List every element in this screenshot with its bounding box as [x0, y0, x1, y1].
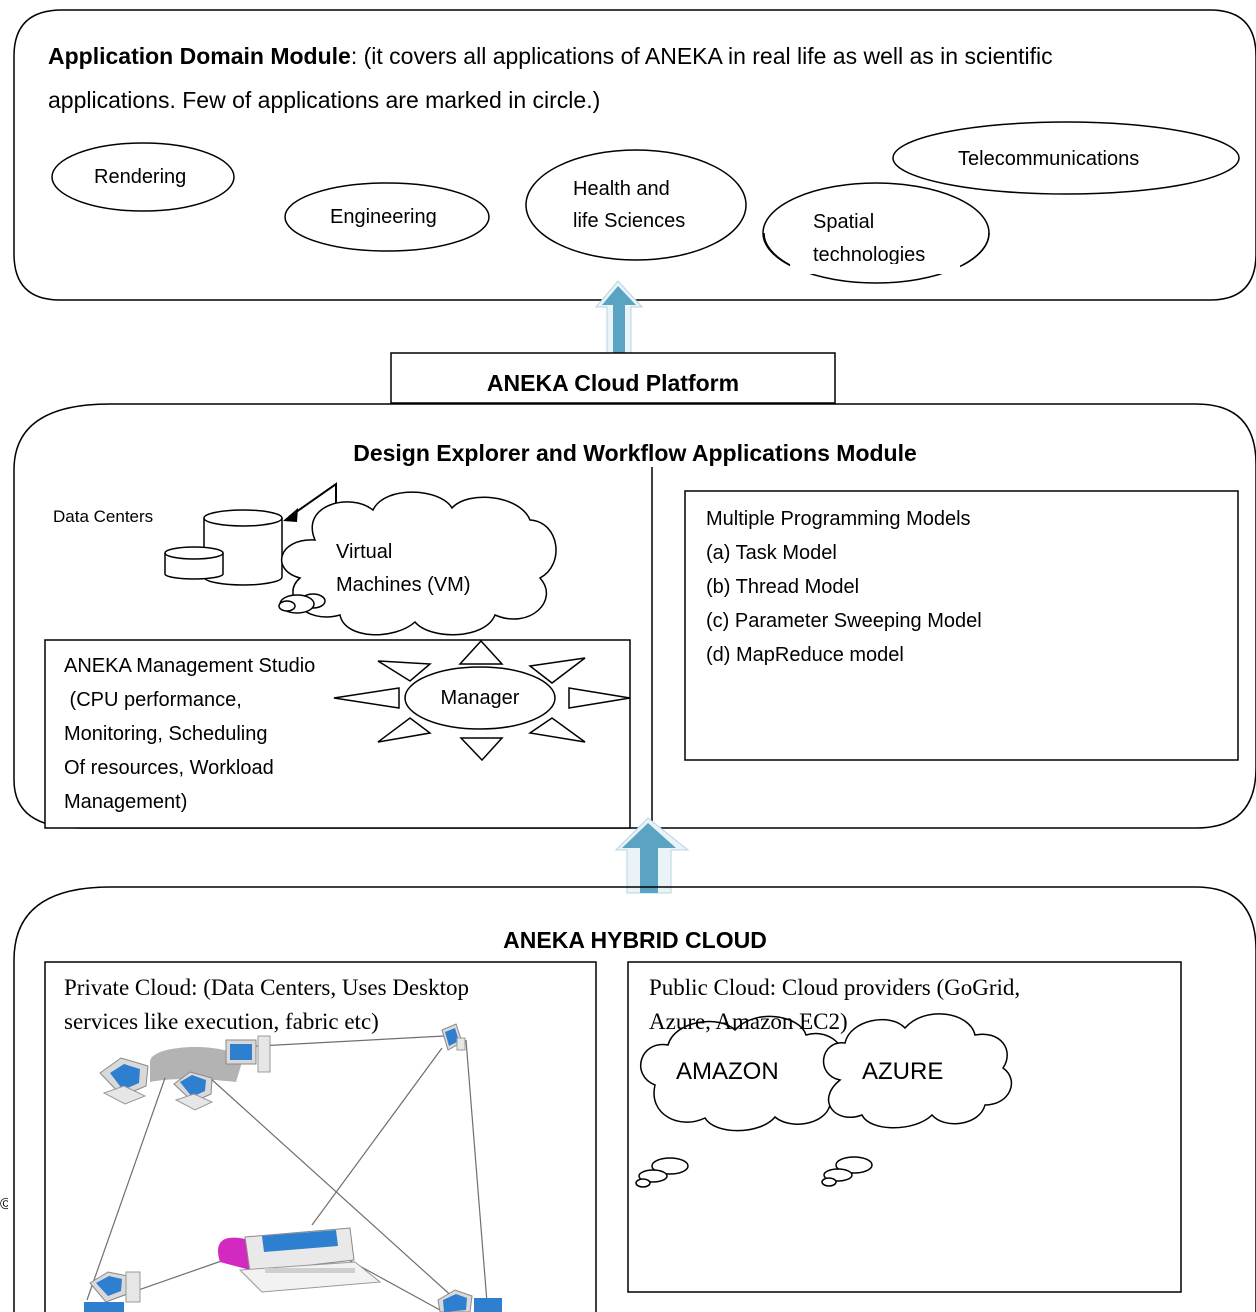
public-cloud-label-1: Public Cloud: Cloud providers (GoGrid,	[649, 975, 1021, 1000]
data-centers-label: Data Centers	[53, 507, 154, 526]
design-explorer-title: Design Explorer and Workflow Application…	[353, 440, 917, 466]
database-icon	[164, 509, 283, 586]
app-health-label-2: life Sciences	[573, 210, 686, 232]
private-cloud-label-1: Private Cloud: (Data Centers, Uses Deskt…	[64, 975, 469, 1000]
app-telecom-label: Telecommunications	[958, 148, 1140, 170]
model-item: (b) Thread Model	[706, 576, 860, 598]
model-item: (c) Parameter Sweeping Model	[706, 610, 982, 632]
app-engineering-label: Engineering	[330, 206, 437, 228]
network-diagram	[86, 1035, 489, 1312]
models-title: Multiple Programming Models	[706, 508, 971, 530]
app-ellipse-health	[525, 149, 747, 261]
mgmt-label-5: Management)	[64, 791, 188, 813]
up-arrow-icon	[594, 280, 644, 359]
azure-cloud-icon	[823, 1013, 1013, 1129]
mgmt-label-3: Monitoring, Scheduling	[64, 723, 268, 745]
public-cloud-label-2: Azure, Amazon EC2)	[649, 1009, 848, 1034]
vm-label-2: Machines (VM)	[336, 574, 471, 596]
platform-label: ANEKA Cloud Platform	[486, 370, 740, 396]
mgmt-label-1: ANEKA Management Studio	[64, 655, 316, 677]
mgmt-label-2: (CPU performance,	[64, 689, 242, 711]
desktop-computer-icon	[84, 1271, 141, 1312]
platform-box	[390, 352, 836, 404]
desktop-computer-icon	[437, 1289, 502, 1312]
desktop-computer-icon	[441, 1023, 466, 1051]
app-spatial-label-1: Spatial	[813, 211, 875, 233]
app-domain-heading: Application Domain Module: (it covers al…	[48, 38, 1053, 74]
app-domain-desc-2: applications. Few of applications are ma…	[48, 87, 601, 113]
private-cloud-label-2: services like execution, fabric etc)	[64, 1009, 379, 1034]
manager-star-icon	[333, 639, 631, 762]
vm-cloud-icon	[281, 491, 557, 636]
model-item: (d) MapReduce model	[706, 644, 904, 666]
up-arrow-icon	[614, 817, 690, 894]
mgmt-label-4: Of resources, Workload	[64, 757, 274, 779]
app-health-label-1: Health and	[573, 178, 670, 200]
desktop-computer-icon	[173, 1071, 214, 1111]
desktop-computer-icon	[225, 1035, 271, 1073]
app-domain-desc-1: : (it covers all applications of ANEKA i…	[350, 43, 1053, 69]
model-item: (a) Task Model	[706, 542, 837, 564]
copyright-glyph: ©	[0, 1196, 8, 1213]
app-domain-title: Application Domain Module	[48, 43, 351, 69]
hybrid-title: ANEKA HYBRID CLOUD	[503, 927, 767, 953]
programming-models-box	[684, 490, 1239, 761]
vm-label-1: Virtual	[336, 541, 393, 563]
manager-label: Manager	[440, 687, 520, 709]
app-ellipse-rendering	[51, 142, 235, 212]
azure-label: AZURE	[862, 1058, 944, 1085]
app-rendering-label: Rendering	[94, 166, 187, 188]
app-ellipse-telecom	[892, 121, 1240, 195]
app-ellipse-engineering	[284, 182, 490, 252]
app-spatial-label-2: technologies	[813, 244, 926, 264]
amazon-label: AMAZON	[676, 1058, 779, 1085]
desktop-computer-icon	[99, 1057, 149, 1105]
manager-ellipse	[404, 666, 556, 730]
server-computer-icon	[218, 1227, 382, 1293]
